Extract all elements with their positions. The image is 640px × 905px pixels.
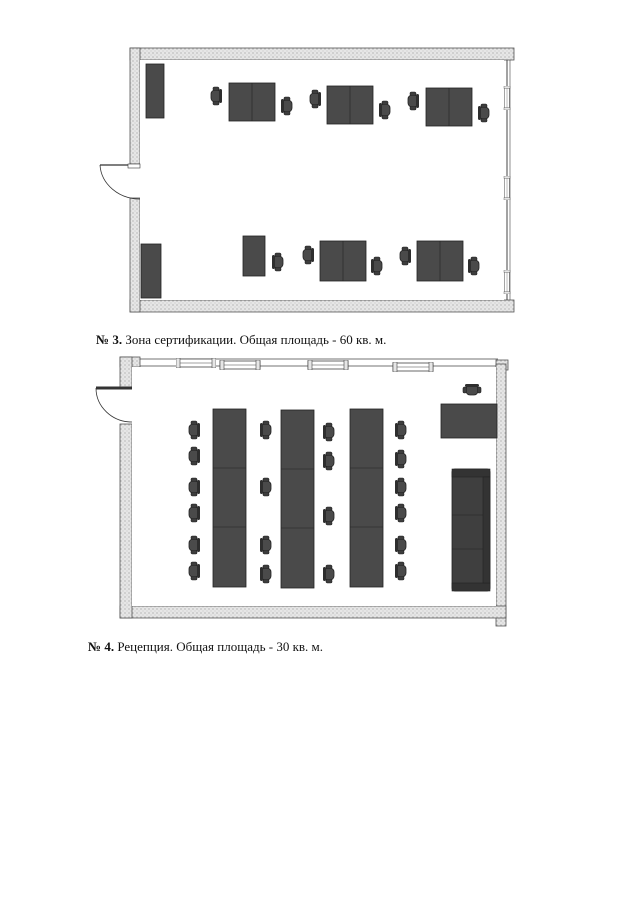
desk-group xyxy=(242,235,284,277)
cabinet xyxy=(145,63,165,119)
cabinet xyxy=(140,243,162,299)
window-icon xyxy=(307,360,349,370)
room-4-door xyxy=(95,386,133,423)
desk-group xyxy=(309,85,391,125)
room-3-caption-text: Зона сертификации. Общая площадь - 60 кв… xyxy=(125,332,387,347)
room-3-caption: № 3. Зона сертификации. Общая площадь - … xyxy=(96,332,386,348)
window-icon xyxy=(503,86,511,110)
desk-group xyxy=(302,240,383,282)
window-icon xyxy=(219,360,261,370)
long-table xyxy=(212,408,247,588)
window-icon xyxy=(503,270,511,294)
room-4-plan xyxy=(95,356,509,627)
window-icon xyxy=(392,362,434,372)
long-table xyxy=(280,409,315,589)
room-4-number: № 4. xyxy=(88,639,115,654)
desk-group xyxy=(399,240,480,282)
room-4-caption-text: Рецепция. Общая площадь - 30 кв. м. xyxy=(117,639,324,654)
window-icon xyxy=(503,176,511,200)
room-4-caption: № 4. Рецепция. Общая площадь - 30 кв. м. xyxy=(88,639,323,655)
desk-group xyxy=(407,87,490,127)
desk-group xyxy=(210,82,293,122)
room-3-number: № 3. xyxy=(96,332,123,347)
room-3-door xyxy=(99,163,141,200)
long-table xyxy=(349,408,384,588)
room-3-plan xyxy=(99,47,515,313)
sofa xyxy=(451,468,491,592)
window-icon xyxy=(176,358,216,368)
reception-desk xyxy=(440,383,498,439)
